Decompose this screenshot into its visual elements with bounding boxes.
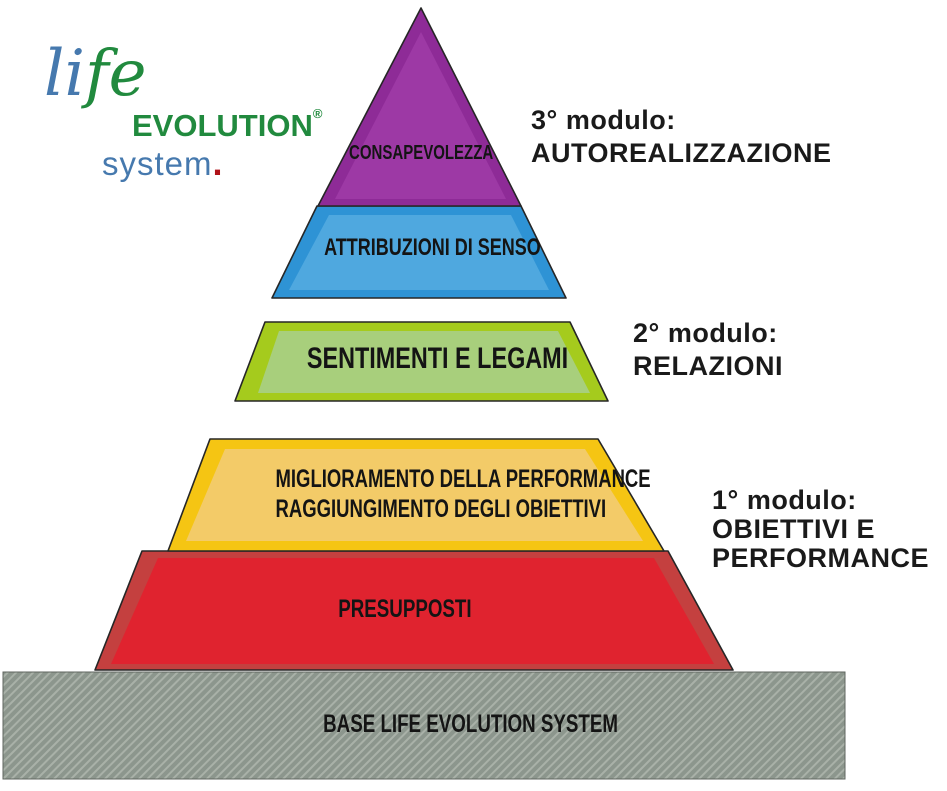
logo-life-evolution-system: life EVOLUTION® system.: [40, 42, 322, 183]
module-3-label: 3° modulo: AUTOREALIZZAZIONE: [531, 104, 832, 170]
module-2-title: 2° modulo:: [633, 318, 778, 348]
logo-evolution-word: EVOLUTION: [132, 108, 313, 143]
label-attribuzioni-di-senso: ATTRIBUZIONI DI SENSO: [324, 234, 541, 261]
module-1-name-line1: OBIETTIVI E: [712, 514, 876, 544]
logo-life-fe: fe: [84, 37, 147, 111]
base-slab-shape: [2, 671, 846, 780]
level-consapevolezza-inner: [335, 32, 506, 199]
logo-system-word: system: [102, 145, 213, 182]
label-consapevolezza: CONSAPEVOLEZZA: [348, 142, 494, 164]
logo-system-dot: .: [212, 142, 224, 183]
logo-life-script: life: [44, 42, 147, 106]
logo-evolution-text: EVOLUTION®: [132, 106, 322, 144]
label-presupposti: PRESUPPOSTI: [338, 595, 472, 623]
module-1-title: 1° modulo:: [712, 485, 857, 515]
registered-mark-icon: ®: [312, 106, 323, 121]
level-sentimenti-inner: [258, 331, 590, 393]
label-base-life-evolution-system: BASE LIFE EVOLUTION SYSTEM: [323, 710, 618, 738]
label-miglioramento: MIGLIORAMENTO DELLA PERFORMANCE RAGGIUNG…: [275, 465, 651, 523]
level-presupposti-inner: [111, 558, 714, 664]
logo-system-text: system.: [102, 142, 224, 184]
module-2-name: RELAZIONI: [633, 351, 783, 381]
module-1-name-line2: PERFORMANCE: [712, 543, 930, 573]
label-sentimenti-e-legami: SENTIMENTI E LEGAMI: [306, 342, 569, 375]
logo-life-li: li: [44, 37, 85, 111]
level-attribuzioni-inner: [289, 215, 549, 290]
module-1-label: 1° modulo: OBIETTIVI E PERFORMANCE: [712, 486, 929, 573]
module-2-label: 2° modulo: RELAZIONI: [633, 317, 783, 383]
module-3-title: 3° modulo:: [531, 105, 676, 135]
module-3-name: AUTOREALIZZAZIONE: [531, 138, 832, 168]
level-miglioramento-inner: [186, 449, 643, 541]
